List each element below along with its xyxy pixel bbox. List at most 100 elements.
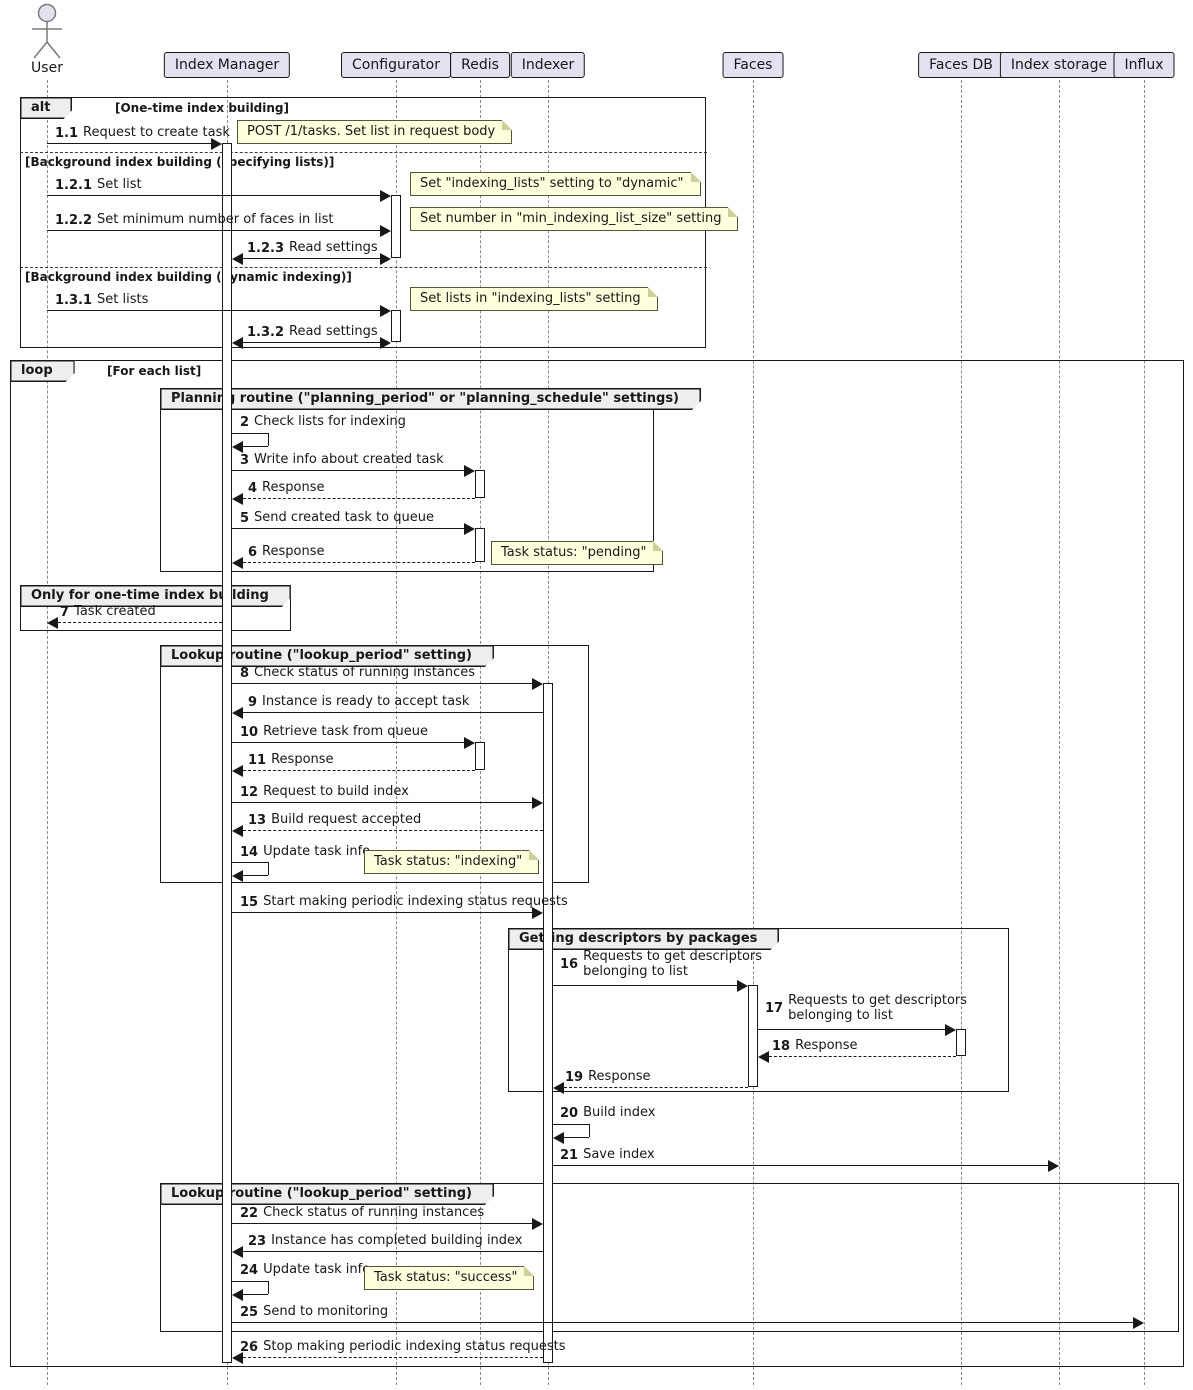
message-text: Send created task to queue — [254, 510, 434, 526]
message-text: Update task info — [263, 1262, 371, 1278]
lifeline-faces — [753, 80, 754, 1385]
message-number: 26 — [240, 1340, 259, 1355]
note-text: POST /1/tasks. Set list in request body — [247, 124, 496, 139]
message-number: 1.2.3 — [247, 241, 285, 256]
message-text: Write info about created task — [254, 452, 444, 468]
message-text: Set lists — [97, 292, 149, 308]
message-label: 26 Stop making periodic indexing status r… — [240, 1339, 566, 1355]
message-text: Requests to get descriptors belonging to… — [788, 993, 968, 1023]
message-line — [243, 498, 475, 499]
message-text: Build request accepted — [271, 812, 422, 828]
activation-bar — [222, 143, 232, 1363]
arrowhead-icon — [232, 870, 243, 882]
arrowhead-icon — [737, 980, 748, 992]
message-line — [232, 528, 464, 529]
message-number: 18 — [772, 1039, 791, 1054]
arrowhead-icon — [380, 253, 391, 265]
message-line — [243, 258, 380, 259]
message-text: Retrieve task from queue — [263, 724, 429, 740]
message-line — [769, 1056, 956, 1057]
message-number: 1.1 — [55, 126, 79, 141]
arrowhead-icon — [232, 1352, 243, 1364]
message-text: Task created — [74, 604, 156, 620]
message-text: Instance has completed building index — [271, 1233, 523, 1249]
message-number: 8 — [240, 666, 250, 681]
message-text: Stop making periodic indexing status req… — [263, 1339, 566, 1355]
message-text: Requests to get descriptors belonging to… — [583, 949, 763, 979]
message-text: Response — [271, 752, 334, 768]
activation-bar — [475, 742, 485, 770]
message-number: 24 — [240, 1263, 259, 1278]
message-text: Response — [588, 1069, 651, 1085]
arrowhead-icon — [553, 1082, 564, 1094]
message-label: 1.2.3 Read settings — [247, 240, 378, 256]
message-text: Save index — [583, 1147, 655, 1163]
participant-index-storage: Index storage — [999, 52, 1119, 78]
arrowhead-icon — [211, 138, 222, 150]
arrowhead-icon — [232, 707, 243, 719]
message-text: Read settings — [289, 240, 378, 256]
message-text: Set list — [97, 177, 142, 193]
participant-influx: Influx — [1113, 52, 1175, 78]
message-text: Request to build index — [263, 784, 409, 800]
lifeline-redis — [480, 80, 481, 1385]
group-title: Lookup routine ("lookup_period" setting) — [160, 645, 494, 667]
message-label: 20 Build index — [560, 1105, 656, 1121]
arrowhead-icon — [47, 617, 58, 629]
message-text: Response — [795, 1038, 858, 1054]
arrowhead-icon — [380, 190, 391, 202]
activation-bar — [475, 470, 485, 498]
message-text: Response — [262, 480, 325, 496]
message-line — [243, 1294, 268, 1295]
message-number: 20 — [560, 1106, 579, 1121]
message-number: 2 — [240, 415, 250, 430]
arrowhead-icon — [464, 465, 475, 477]
message-line — [232, 862, 268, 863]
arrowhead-icon — [464, 523, 475, 535]
message-text: Update task info — [263, 844, 371, 860]
frame-operator: loop — [10, 360, 75, 382]
arrowhead-icon — [464, 737, 475, 749]
message-line — [232, 1223, 532, 1224]
message-text: Build index — [583, 1105, 656, 1121]
message-text: Start making periodic indexing status re… — [263, 894, 568, 910]
lifeline-user — [47, 80, 48, 1385]
arrowhead-icon — [232, 493, 243, 505]
message-label: 1.1 Request to create task — [55, 125, 230, 141]
lifeline-index-storage — [1059, 80, 1060, 1385]
arrowhead-icon — [380, 225, 391, 237]
lifeline-configurator — [396, 80, 397, 1385]
message-line — [232, 742, 464, 743]
message-line — [758, 1029, 945, 1030]
arrowhead-icon — [380, 305, 391, 317]
message-number: 13 — [248, 813, 267, 828]
arrowhead-icon — [232, 557, 243, 569]
message-text: Request to create task — [83, 125, 230, 141]
message-text: Read settings — [289, 324, 378, 340]
message-line — [47, 310, 380, 311]
group-frame-lookup-routine-lookup-period-setting — [160, 1183, 1179, 1332]
message-line — [243, 712, 543, 713]
message-line — [232, 802, 532, 803]
arrowhead-icon — [232, 765, 243, 777]
participant-redis: Redis — [450, 52, 510, 78]
note: Task status: "success" — [364, 1266, 535, 1290]
message-line — [232, 470, 464, 471]
message-number: 17 — [765, 1001, 784, 1017]
message-line — [232, 1281, 268, 1282]
group-title: Lookup routine ("lookup_period" setting) — [160, 1183, 494, 1205]
arrowhead-icon — [232, 253, 243, 265]
message-line — [553, 985, 737, 986]
message-number: 9 — [248, 695, 258, 710]
